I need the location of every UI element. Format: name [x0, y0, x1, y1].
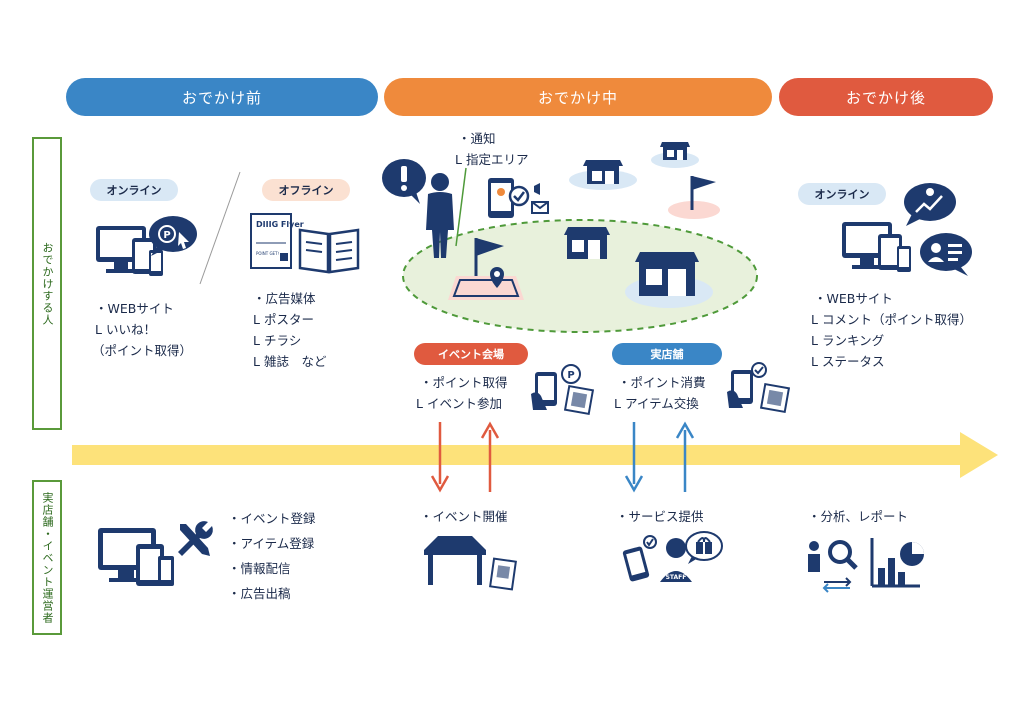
before-offline-line-2: L チラシ — [253, 333, 302, 348]
notice-line-0: ・通知 — [458, 131, 496, 146]
after-line-0: ・WEBサイト — [814, 291, 893, 306]
flyer-sub-text: POINT GET！ — [256, 251, 282, 256]
before-online-line-2: （ポイント取得） — [92, 343, 193, 358]
qr-phone-icon-shop — [727, 362, 791, 414]
divider-slash — [199, 171, 241, 285]
bar-chart-icon — [870, 538, 924, 588]
operator-task-2: ・情報配信 — [228, 561, 291, 576]
operator-task-3: ・広告出稿 — [228, 586, 291, 601]
before-online-line-1: L いいね！ — [95, 322, 156, 337]
row-label-visitor: おでかけする人 — [32, 137, 62, 430]
staff-icon: STAFF — [622, 535, 692, 582]
flyer-title-text: DIIIG Flyer — [256, 220, 304, 229]
svg-text:P: P — [567, 370, 574, 381]
phase-after: おでかけ後 — [779, 78, 993, 116]
after-line-1: L コメント（ポイント取得） — [811, 312, 972, 327]
pointer-icon: P — [149, 216, 197, 256]
before-online-line-0: ・WEBサイト — [95, 301, 174, 316]
person-icon — [426, 173, 454, 258]
phase-before: おでかけ前 — [66, 78, 378, 116]
gift-icon — [685, 531, 723, 564]
profile-card-icon — [920, 233, 972, 276]
svg-text:P: P — [163, 230, 170, 241]
before-online-tag: オンライン — [90, 179, 178, 201]
after-line-2: L ランキング — [811, 333, 885, 348]
tent-icon — [424, 536, 486, 585]
wrench-icon — [178, 521, 213, 556]
flag-pin-icon — [448, 238, 524, 300]
operator-task-1: ・アイテム登録 — [228, 536, 315, 551]
alert-icon — [382, 159, 426, 204]
after-online-tag: オンライン — [798, 183, 886, 205]
devices-icon — [96, 226, 163, 276]
devices-icon-operator — [98, 528, 174, 586]
before-offline-line-0: ・広告媒体 — [253, 291, 316, 306]
shop-line-0: ・ポイント消費 — [618, 375, 706, 390]
after-line-3: L ステータス — [811, 354, 885, 369]
shop-icon — [569, 160, 637, 190]
magnifier-icon — [808, 540, 858, 593]
flag-icon-pink — [668, 176, 720, 219]
event-venue-tag: イベント会場 — [414, 343, 528, 365]
notice-line-1: L 指定エリア — [455, 152, 529, 167]
operator-analysis: ・分析、レポート — [808, 509, 909, 524]
magazine-icon — [298, 228, 360, 274]
shop-icon-small — [651, 142, 699, 168]
shop-icon-large — [625, 252, 713, 308]
row-label-visitor-text: おでかけする人 — [41, 241, 54, 326]
before-offline-line-3: L 雑誌 など — [253, 354, 327, 369]
phase-during: おでかけ中 — [384, 78, 772, 116]
qr-icon-event — [489, 557, 517, 591]
qr-phone-icon-event: P — [531, 364, 595, 416]
area-line — [455, 167, 467, 247]
event-line-0: ・ポイント取得 — [420, 375, 508, 390]
before-offline-tag: オフライン — [262, 179, 350, 201]
operator-event-hold: ・イベント開催 — [420, 509, 508, 524]
row-label-operator: 実店舗・イベント運営者 — [32, 480, 62, 635]
row-label-operator-text: 実店舗・イベント運営者 — [41, 491, 54, 624]
staff-label: STAFF — [666, 574, 687, 581]
before-offline-line-1: L ポスター — [253, 312, 314, 327]
operator-service: ・サービス提供 — [616, 509, 704, 524]
smartphone-notify-icon — [488, 178, 549, 218]
shop-line-1: L アイテム交換 — [614, 396, 699, 411]
shop-icon-center — [564, 227, 610, 259]
comment-icon — [904, 183, 956, 226]
operator-task-0: ・イベント登録 — [228, 511, 316, 526]
shop-tag: 実店舗 — [612, 343, 722, 365]
flyer-icon: DIIIG Flyer POINT GET！ — [250, 213, 304, 269]
event-line-1: L イベント参加 — [416, 396, 502, 411]
devices-icon-after — [842, 222, 911, 272]
